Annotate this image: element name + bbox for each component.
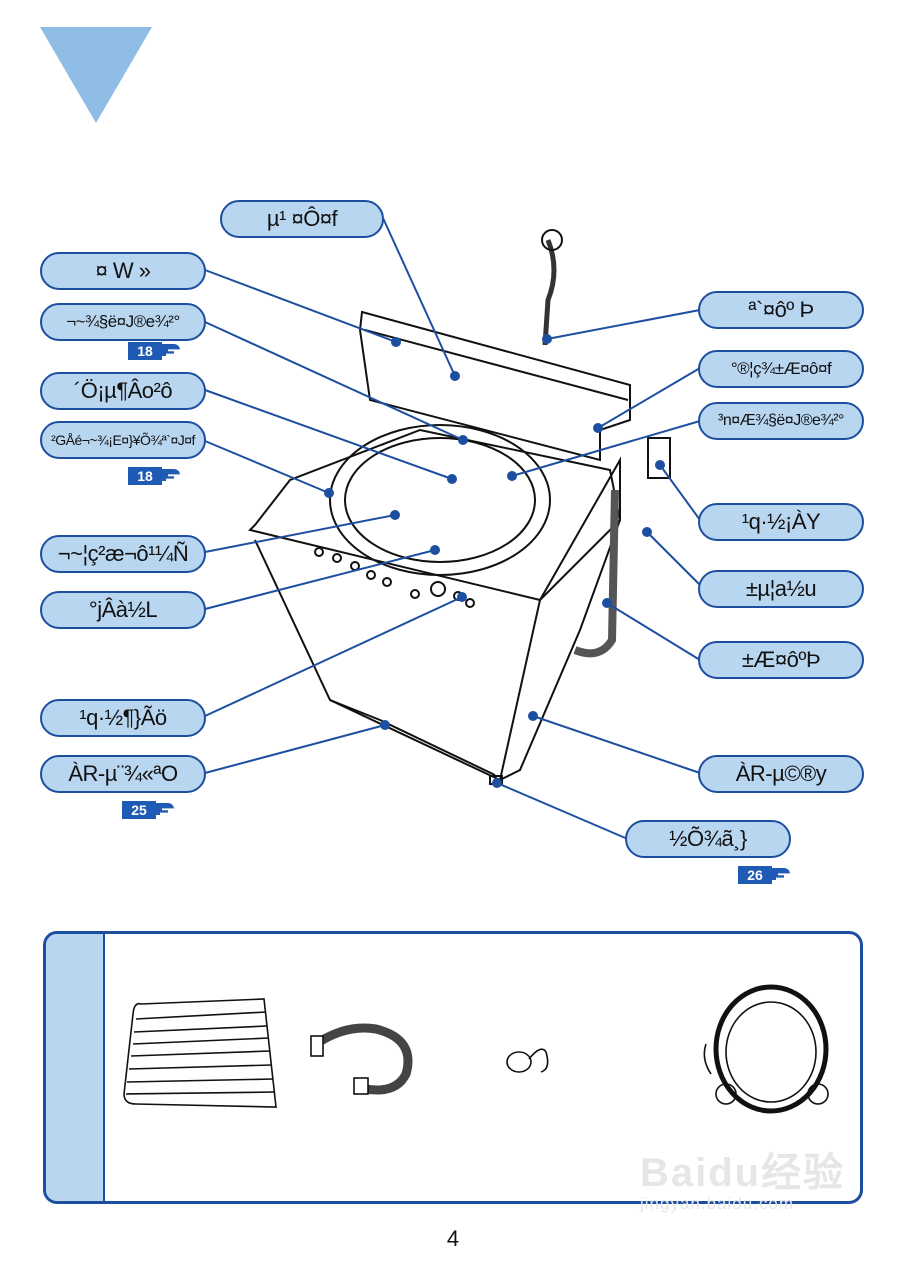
inlet-hose	[542, 239, 557, 346]
callout-label: ½Õ¾ã¸}	[669, 826, 747, 851]
callout-label: ±Æ¤ôºÞ	[741, 647, 821, 672]
callout-left-5: ¬~¦ç²æ¬ô¹¼Ñ	[40, 535, 206, 573]
callout-label: ÀR-µ©®y	[735, 761, 827, 786]
machine-tub	[329, 424, 551, 576]
accessories-illustrations	[123, 984, 829, 1114]
page-ref-badge: 18	[128, 467, 182, 485]
page-ref-number: 26	[738, 866, 772, 884]
callout-right-1: ª`¤ôº Þ	[698, 291, 864, 329]
callout-left-2: ¬~¾§ë¤J®e¾²°	[40, 303, 206, 341]
callout-label: ª`¤ôº Þ	[748, 297, 814, 322]
callout-right-7: ÀR-µ©®y	[698, 755, 864, 793]
page-ref-badge: 18	[128, 342, 182, 360]
callout-right-8: ½Õ¾ã¸}	[625, 820, 791, 858]
callout-label: ´Ö¡µ¶Âo²ô	[73, 378, 173, 403]
callout-label: ¹q·½¡ÀY	[741, 509, 821, 534]
pointing-hand-icon	[160, 469, 180, 481]
callout-left-7: ¹q·½¶}Ãö	[40, 699, 206, 737]
callout-label: ¬~¾§ë¤J®e¾²°	[66, 312, 180, 331]
callout-left-6: °jÂà½L	[40, 591, 206, 629]
page-ref-badge: 26	[738, 866, 792, 884]
page-number: 4	[446, 1226, 460, 1251]
watermark: Baidu经验 jingyan.baidu.com	[640, 1140, 845, 1214]
callout-left-4: ²GÅé¬~¾¡E¤}¥Õ¾ª`¤J¤f	[40, 421, 206, 459]
washing-machine-diagram	[204, 217, 701, 841]
callout-right-2: °®¦ç¾±Æ¤ô¤f	[698, 350, 864, 388]
callout-label: ¹q·½¶}Ãö	[79, 705, 167, 730]
page-ref-badge: 25	[122, 801, 176, 819]
machine-body	[254, 539, 541, 782]
pointing-hand-icon	[154, 803, 174, 815]
pointing-hand-icon	[160, 344, 180, 356]
leader-lines	[204, 217, 701, 841]
accessories-panel	[43, 931, 863, 1204]
callout-label: ²GÅé¬~¾¡E¤}¥Õ¾ª`¤J¤f	[51, 432, 195, 448]
callout-right-4: ¹q·½¡ÀY	[698, 503, 864, 541]
page-ref-number: 18	[128, 342, 162, 360]
drain-hose-icon	[310, 1023, 413, 1095]
callout-left-1: ¤ W »	[40, 252, 206, 290]
callout-left-8: ÀR-µ¨¾«ªO	[40, 755, 206, 793]
section-marker-triangle	[40, 27, 152, 123]
drain-hose	[573, 489, 619, 658]
callout-label: °®¦ç¾±Æ¤ô¤f	[730, 359, 832, 378]
page-ref-number: 25	[122, 801, 156, 819]
callout-top-center: µ¹ ¤Ô¤f	[220, 200, 384, 238]
callout-label: ±µ¦a½u	[745, 576, 817, 601]
callout-label: µ¹ ¤Ô¤f	[266, 206, 338, 231]
callout-label: ¤ W »	[95, 258, 151, 283]
callout-right-5: ±µ¦a½u	[698, 570, 864, 608]
callout-left-3: ´Ö¡µ¶Âo²ô	[40, 372, 206, 410]
power-outlet	[647, 437, 671, 479]
page-ref-number: 18	[128, 467, 162, 485]
watermark-brand: Baidu经验	[640, 1151, 846, 1195]
inlet-hose-icon	[703, 984, 829, 1114]
machine-lid	[358, 310, 631, 462]
callout-right-6: ±Æ¤ôºÞ	[698, 641, 864, 679]
control-panel	[314, 547, 475, 608]
callout-label: ³n¤Æ¾§ë¤J®e¾²°	[718, 412, 844, 429]
cover-board-icon	[123, 998, 277, 1108]
callout-label: ¬~¦ç²æ¬ô¹¼Ñ	[57, 541, 189, 566]
washing-machine-drawing	[248, 229, 671, 785]
callout-right-3: ³n¤Æ¾§ë¤J®e¾²°	[698, 402, 864, 440]
pointing-hand-icon	[770, 868, 790, 880]
accessories-side-tab	[46, 934, 105, 1201]
cable-tie-icon	[506, 1048, 549, 1073]
callout-label: ÀR-µ¨¾«ªO	[68, 761, 178, 786]
watermark-url: jingyan.baidu.com	[640, 1194, 795, 1213]
callout-label: °jÂà½L	[88, 597, 158, 622]
